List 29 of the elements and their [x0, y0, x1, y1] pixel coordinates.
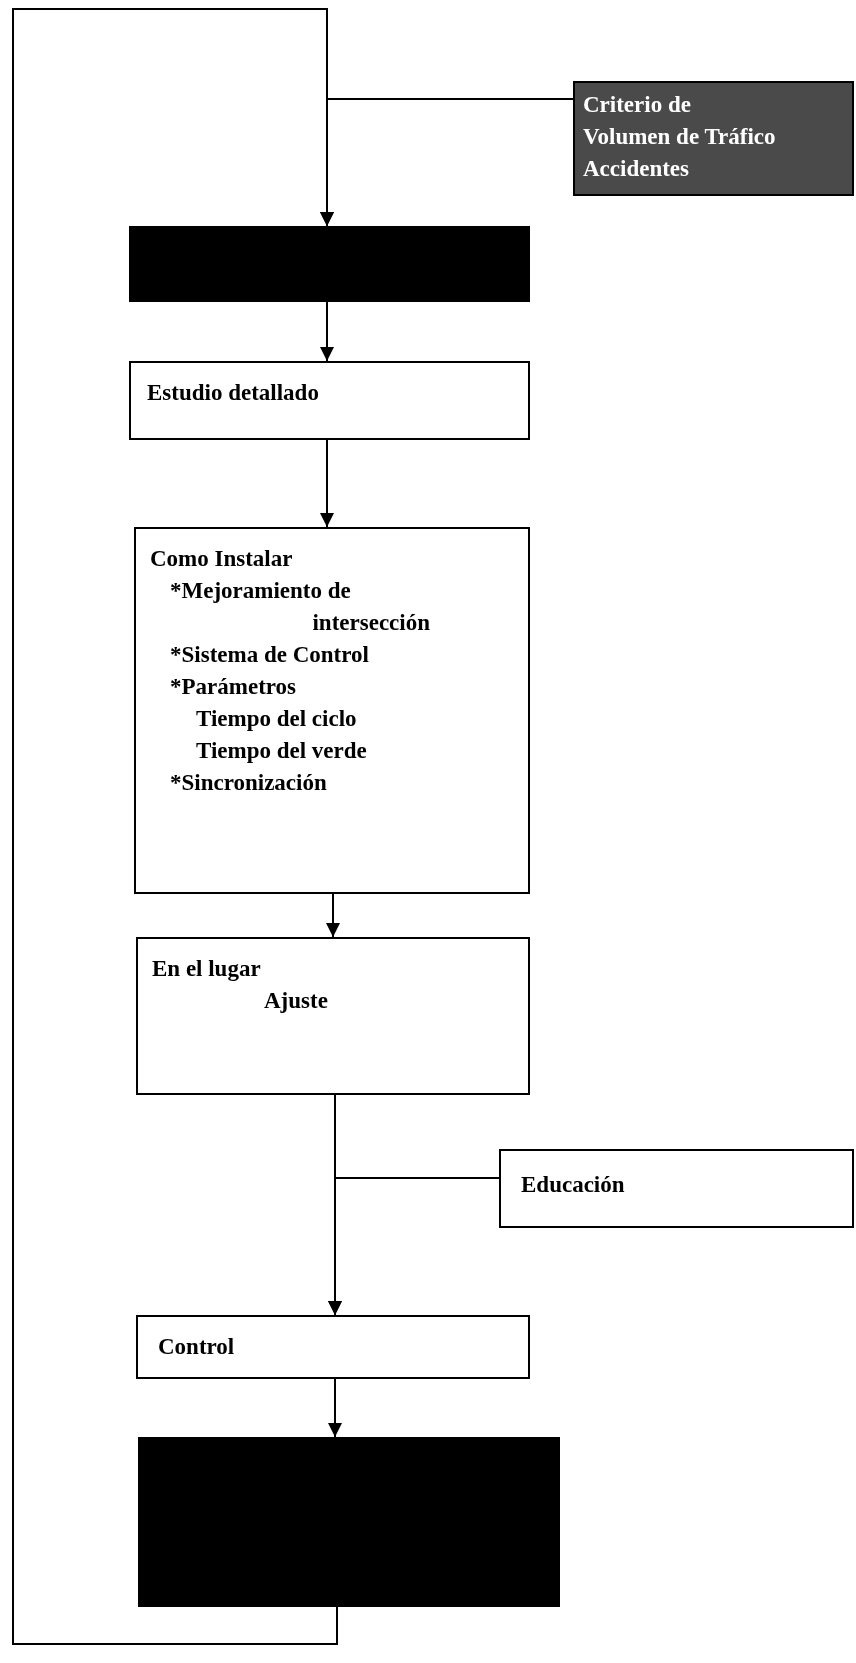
arrow	[328, 1378, 342, 1438]
arrow	[12, 8, 338, 1645]
box-text: Educación	[521, 1171, 626, 1199]
arrow	[320, 439, 334, 528]
box-text: En el lugar	[152, 955, 262, 983]
process-box	[134, 527, 530, 894]
box-text: *Sistema de Control	[169, 641, 370, 669]
process-box	[499, 1149, 854, 1228]
box-text: Volumen de Tráfico	[583, 123, 777, 151]
box-text: Control	[158, 1333, 236, 1361]
dark-box	[129, 226, 530, 302]
box-text: Tiempo del ciclo	[195, 705, 358, 733]
box-text: Como Instalar	[150, 545, 294, 573]
process-box	[129, 361, 530, 440]
arrow	[326, 893, 340, 938]
box-text: Criterio de	[583, 91, 692, 119]
box-text: Estudio detallado	[147, 379, 320, 407]
box-text: Accidentes	[583, 155, 691, 183]
arrow	[320, 301, 334, 362]
box-text: Tiempo del verde	[195, 737, 368, 765]
arrow	[328, 1177, 500, 1316]
process-box	[136, 1315, 530, 1379]
box-text: *Sincronización	[169, 769, 328, 797]
criteria-box	[573, 81, 854, 196]
dark-box	[138, 1437, 560, 1607]
box-text: *Mejoramiento de intersección	[169, 577, 430, 637]
process-box	[136, 937, 530, 1095]
box-text: *Parámetros	[169, 673, 298, 701]
box-text: Ajuste	[263, 987, 329, 1015]
